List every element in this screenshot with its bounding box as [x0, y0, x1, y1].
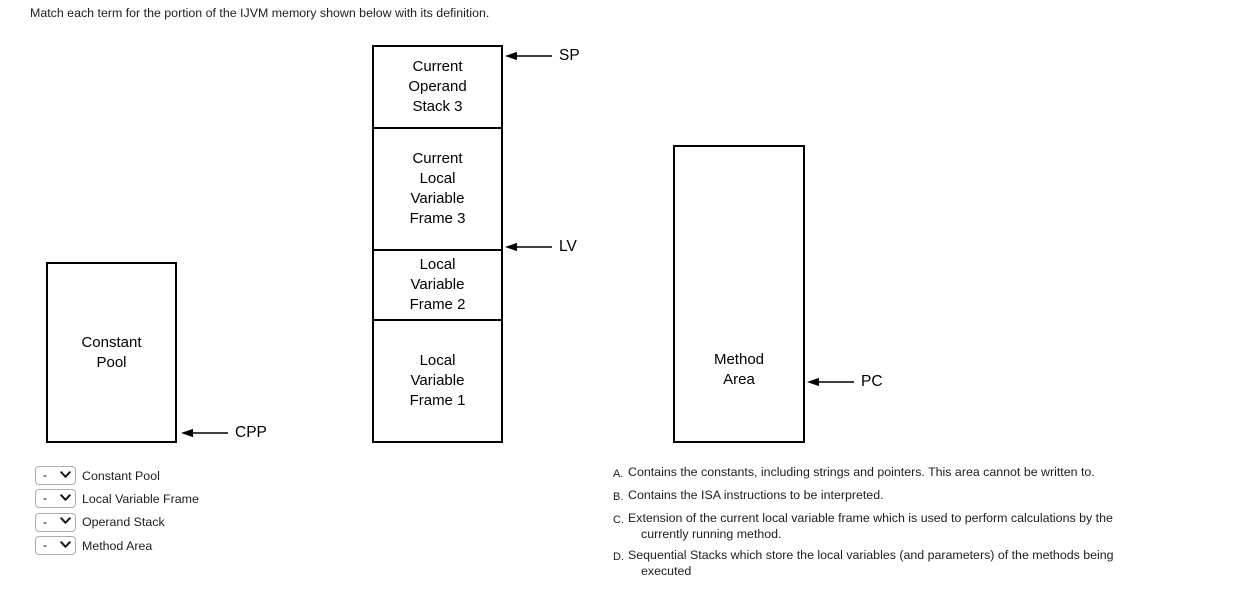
- match-term-label: Constant Pool: [82, 468, 160, 483]
- match-select-wrap: -: [35, 489, 76, 509]
- left-arrow-icon: [181, 428, 228, 438]
- definition-item-b: B. Contains the ISA instructions to be i…: [613, 488, 1188, 505]
- match-term-label: Local Variable Frame: [82, 491, 199, 506]
- lv-pointer: LV: [505, 239, 577, 255]
- definition-letter: C.: [613, 513, 624, 526]
- match-select-local-variable-frame[interactable]: -: [35, 489, 76, 509]
- definition-letter: B.: [613, 490, 624, 503]
- definition-letter: D.: [613, 550, 624, 563]
- definition-text: Contains the constants, including string…: [628, 465, 1095, 479]
- match-select-method-area[interactable]: -: [35, 536, 76, 556]
- memory-box-method-area: Method Area: [673, 145, 805, 443]
- match-select-wrap: -: [35, 466, 76, 485]
- match-row-local-variable-frame: - Local Variable Frame: [35, 489, 199, 509]
- match-row-method-area: - Method Area: [35, 536, 199, 556]
- definition-text: Sequential Stacks which store the local …: [628, 548, 1114, 578]
- cpp-pointer: CPP: [181, 425, 267, 441]
- match-select-wrap: -: [35, 512, 76, 532]
- memory-box-local-variable-frame-2: Local Variable Frame 2: [372, 249, 503, 321]
- definition-letter: A.: [613, 467, 624, 480]
- match-select-wrap: -: [35, 536, 76, 556]
- question-prompt: Match each term for the portion of the I…: [30, 6, 490, 20]
- pc-label: PC: [861, 373, 883, 390]
- definition-item-d: D. Sequential Stacks which store the loc…: [613, 548, 1188, 579]
- match-select-constant-pool[interactable]: -: [35, 466, 76, 485]
- definition-text: Extension of the current local variable …: [628, 511, 1113, 541]
- definition-text: Contains the ISA instructions to be inte…: [628, 488, 884, 502]
- memory-box-constant-pool: Constant Pool: [46, 262, 177, 443]
- memory-stack: Current Operand Stack 3 Current Local Va…: [372, 45, 503, 443]
- pc-pointer: PC: [807, 374, 883, 390]
- match-term-label: Method Area: [82, 538, 153, 553]
- definition-list: A. Contains the constants, including str…: [613, 465, 1188, 585]
- left-arrow-icon: [505, 51, 552, 61]
- match-row-operand-stack: - Operand Stack: [35, 512, 199, 532]
- match-row-constant-pool: - Constant Pool: [35, 466, 199, 485]
- memory-box-local-variable-frame-1: Local Variable Frame 1: [372, 319, 503, 443]
- match-answers: - Constant Pool - Local Variable Frame -: [35, 466, 199, 560]
- definition-item-a: A. Contains the constants, including str…: [613, 465, 1188, 482]
- match-term-label: Operand Stack: [82, 515, 165, 530]
- left-arrow-icon: [505, 242, 552, 252]
- sp-pointer: SP: [505, 48, 580, 64]
- left-arrow-icon: [807, 377, 854, 387]
- match-select-operand-stack[interactable]: -: [35, 512, 76, 532]
- memory-box-current-local-variable-frame-3: Current Local Variable Frame 3: [372, 127, 503, 251]
- lv-label: LV: [559, 238, 577, 255]
- memory-box-current-operand-stack-3: Current Operand Stack 3: [372, 45, 503, 129]
- definition-item-c: C. Extension of the current local variab…: [613, 511, 1188, 542]
- cpp-label: CPP: [235, 424, 267, 441]
- sp-label: SP: [559, 47, 580, 64]
